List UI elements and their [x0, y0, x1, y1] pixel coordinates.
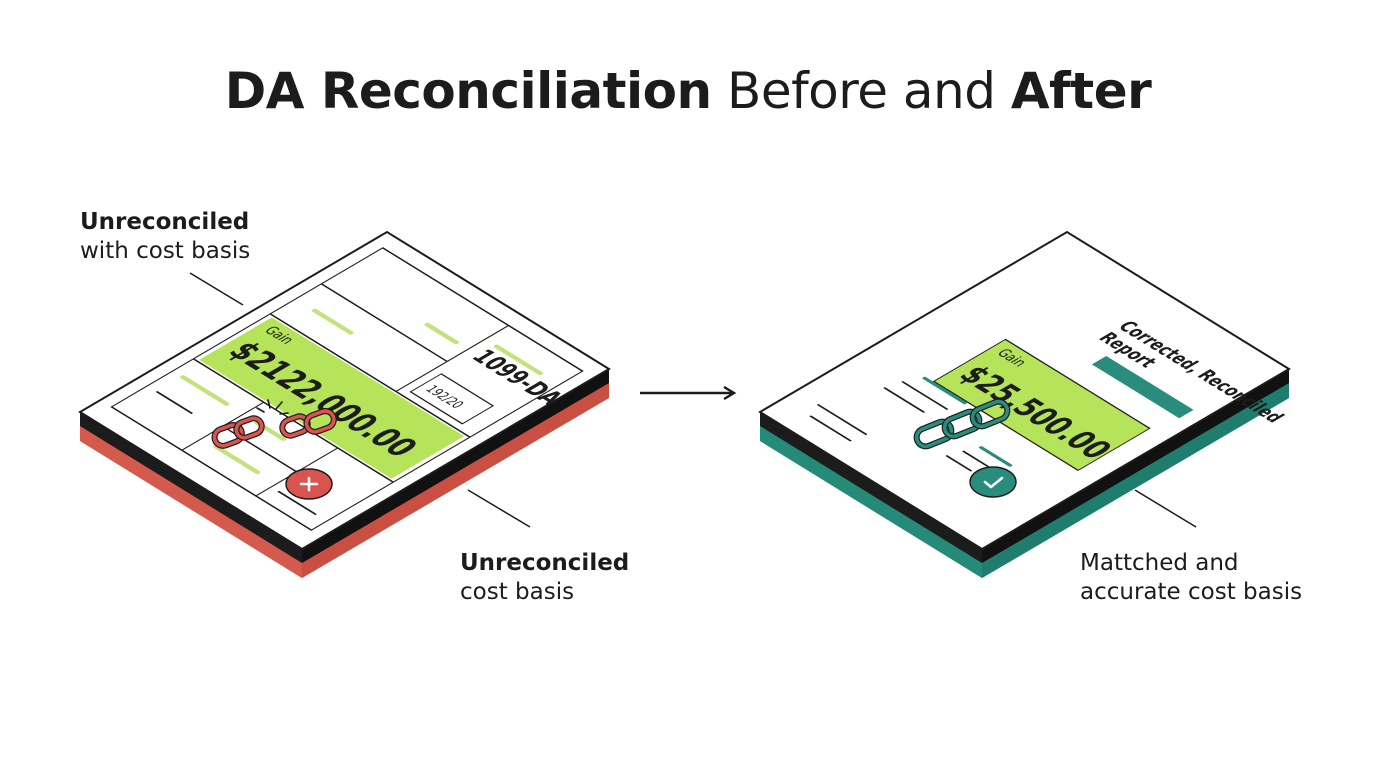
after-placeholder-line — [962, 450, 994, 471]
before-document: Gain $2122,000.00 1099-DA 192/20 — [78, 230, 611, 578]
before-top-callout: Unreconciled with cost basis — [80, 208, 250, 266]
after-placeholder-line — [883, 387, 925, 413]
after-document: Corrected, Reconciled Report Gain $25,50… — [758, 230, 1291, 578]
before-bottom-callout-strong: Unreconciled — [460, 550, 630, 576]
title-part-1: DA Reconciliation — [224, 62, 712, 120]
x-circle-icon — [285, 468, 333, 500]
before-bottom-callout: Unreconciled cost basis — [460, 549, 629, 607]
before-placeholder-line — [213, 444, 261, 474]
page-title: DA Reconciliation Before and After — [0, 62, 1376, 120]
before-top-callout-strong: Unreconciled — [80, 209, 250, 235]
linked-chain-icon — [913, 398, 1011, 450]
before-placeholder-line — [180, 375, 230, 406]
after-placeholder-line — [978, 446, 1013, 467]
before-bottom-leader-line — [467, 489, 531, 528]
before-paper-edge-side — [302, 369, 609, 563]
broken-chain-icon — [211, 399, 337, 449]
before-grid-line — [269, 313, 471, 438]
after-bottom-callout-line2: accurate cost basis — [1080, 579, 1303, 605]
title-part-2: Before and — [727, 62, 996, 120]
before-top-callout-regular: with cost basis — [80, 238, 251, 264]
after-bottom-callout-line1: Mattched and — [1080, 550, 1239, 576]
after-bottom-leader-line — [1134, 489, 1197, 528]
after-placeholder-line — [809, 415, 852, 442]
before-bottom-callout-regular: cost basis — [460, 579, 575, 605]
before-top-leader-line — [189, 272, 244, 306]
after-placeholder-line — [945, 455, 973, 472]
before-placeholder-line — [277, 490, 317, 515]
before-placeholder-line — [424, 322, 460, 345]
before-gain-highlight — [199, 317, 465, 479]
before-grid-line — [395, 325, 510, 392]
after-gain-highlight — [932, 338, 1151, 472]
before-paper-edge-front — [80, 412, 302, 563]
after-title-bar — [1091, 355, 1194, 419]
after-paper-edge-side — [982, 369, 1289, 563]
after-bottom-callout: Mattched and accurate cost basis — [1080, 549, 1302, 607]
after-paper-edge-front — [760, 412, 982, 563]
after-placeholder-line — [901, 381, 949, 410]
before-form-border — [110, 247, 584, 531]
before-placeholder-line — [493, 344, 544, 376]
after-placeholder-line — [922, 376, 967, 405]
after-placeholder-line — [817, 404, 868, 435]
before-placeholder-line — [155, 391, 193, 414]
check-circle-icon — [969, 466, 1017, 498]
before-date-box — [409, 373, 495, 425]
before-placeholder-line — [311, 308, 354, 335]
before-grid-line — [320, 283, 448, 362]
title-part-3: After — [1010, 62, 1152, 120]
